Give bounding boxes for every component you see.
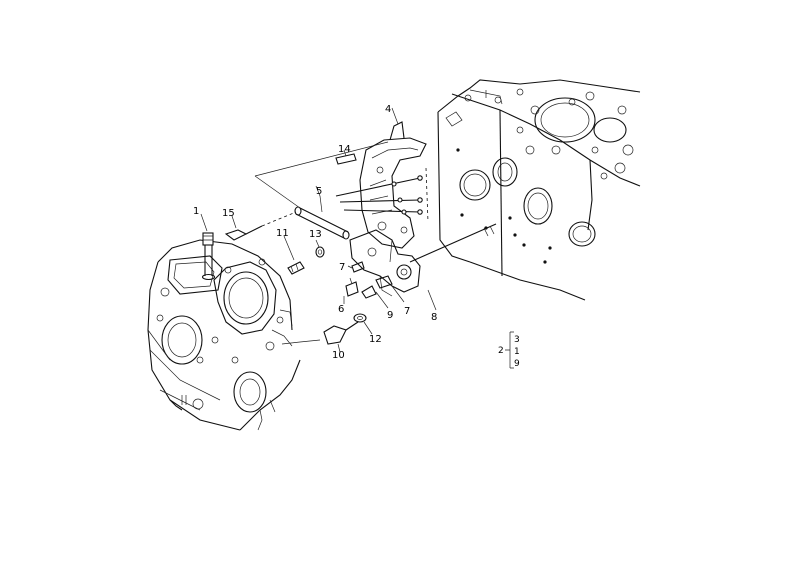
legend-item-3: 3	[514, 335, 520, 345]
part-1-stud	[200, 213, 216, 281]
part-15-fitting	[224, 215, 263, 241]
callout-15: 15	[222, 208, 235, 219]
callout-4: 4	[385, 104, 391, 115]
part-9-pin	[361, 285, 389, 309]
part-11-bolt	[283, 235, 305, 275]
legend-item-9: 9	[514, 359, 520, 369]
legend-group-number: 2	[498, 346, 504, 356]
part-6-bolt	[343, 277, 359, 304]
spring-links	[335, 175, 423, 215]
gear-case	[147, 239, 301, 431]
legend-item-1: 1	[514, 347, 520, 357]
callout-14: 14	[338, 144, 351, 155]
callout-9: 9	[387, 310, 393, 321]
part-5-shaft	[294, 195, 350, 240]
callout-labels: 1 4 5 6 7 7 8 9 10 11 12 13 14 15	[193, 104, 437, 361]
callout-1: 1	[193, 206, 199, 217]
callout-6: 6	[338, 304, 344, 315]
part-10-bolt	[323, 321, 359, 353]
engine-block	[437, 79, 641, 301]
part-13-washer	[315, 239, 325, 258]
callout-7-upper: 7	[339, 262, 345, 273]
callout-11: 11	[276, 228, 289, 239]
leader-lines	[254, 141, 389, 345]
part-7-nut-lower	[375, 275, 405, 303]
callout-7-lower: 7	[404, 306, 410, 317]
callout-10: 10	[332, 350, 345, 361]
callout-5: 5	[316, 186, 322, 197]
part-7-bolt-upper	[347, 261, 365, 273]
part-12-washer	[353, 313, 373, 335]
callout-13: 13	[309, 229, 322, 240]
callout-8: 8	[431, 312, 437, 323]
callout-12: 12	[369, 334, 382, 345]
part-8-housing	[349, 223, 497, 311]
group-legend: 2 3 1 9	[498, 331, 520, 369]
